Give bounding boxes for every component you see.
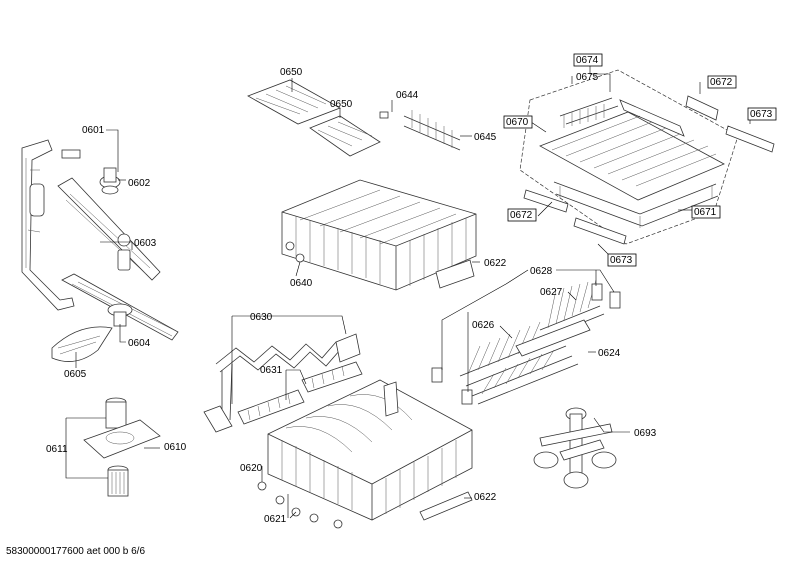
leader-lines-filter	[65, 417, 160, 479]
document-footer: 58300000177600 aet 000 b 6/6	[6, 546, 146, 557]
drawer-stops	[523, 95, 775, 245]
label-0645: 0645	[474, 132, 497, 143]
spray-arm-supply-pipe	[21, 139, 81, 311]
leader-lines-bottom-right	[593, 417, 630, 433]
label-0672-top: 0672	[710, 77, 733, 88]
leader-lines-left	[75, 129, 133, 368]
label-0601: 0601	[82, 125, 105, 136]
cutlery-drawer	[539, 97, 725, 201]
label-0610: 0610	[164, 442, 187, 453]
label-0630: 0630	[250, 312, 273, 323]
label-0672-top-box	[707, 75, 737, 89]
spray-arm-fitting	[99, 167, 121, 195]
label-0673-bottom-box	[607, 253, 637, 267]
label-0673-bottom: 0673	[610, 255, 633, 266]
label-0650-mid: 0650	[330, 99, 353, 110]
label-0628: 0628	[530, 266, 553, 277]
label-0624: 0624	[598, 348, 621, 359]
pin-rows	[237, 361, 363, 425]
spray-arm-cover	[51, 326, 113, 362]
basket-wheels	[257, 481, 343, 529]
label-0627: 0627	[540, 287, 563, 298]
label-0674: 0674	[576, 55, 599, 66]
label-0650-top: 0650	[280, 67, 303, 78]
label-0640: 0640	[290, 278, 313, 289]
label-0671-box	[691, 205, 721, 219]
label-0671: 0671	[694, 207, 717, 218]
leader-lines-mid	[231, 315, 472, 519]
label-0670-box	[503, 115, 533, 129]
filter-assembly	[83, 397, 161, 497]
label-0603: 0603	[134, 238, 157, 249]
label-0693: 0693	[634, 428, 657, 439]
lower-spray-arm	[61, 273, 179, 341]
part-labels: 0601 0602 0603 0604 0605 0610 0611 0650 …	[46, 53, 777, 525]
label-0675: 0675	[576, 72, 599, 83]
label-0672-bottom: 0672	[510, 210, 533, 221]
label-0673-top-box	[747, 107, 777, 121]
label-0620: 0620	[240, 463, 263, 474]
label-0626: 0626	[472, 320, 495, 331]
tine-clips	[431, 283, 621, 405]
label-0644: 0644	[396, 90, 419, 101]
label-0631: 0631	[260, 365, 283, 376]
label-0602: 0602	[128, 178, 151, 189]
leader-lines-mid-right	[441, 269, 615, 392]
tine-rack-small	[379, 110, 461, 151]
leader-lines-top	[291, 78, 480, 277]
cup-shelf-inserts	[247, 79, 381, 157]
label-0621: 0621	[264, 514, 287, 525]
label-0604: 0604	[128, 338, 151, 349]
upper-spray-arm	[57, 177, 161, 281]
label-0622-lower: 0622	[474, 492, 497, 503]
tine-wire-rack	[203, 333, 361, 433]
label-0605: 0605	[64, 369, 87, 380]
small-parts-holder	[533, 407, 617, 489]
label-0672-bottom-box	[507, 208, 537, 222]
rack-handle-upper	[435, 259, 475, 289]
upper-basket	[281, 179, 477, 291]
label-0674-box	[573, 53, 603, 67]
label-0670: 0670	[506, 117, 529, 128]
label-0673-top: 0673	[750, 109, 773, 120]
label-0622-upper: 0622	[484, 258, 507, 269]
rack-handle-lower	[419, 491, 473, 521]
label-0611: 0611	[46, 444, 68, 455]
lower-basket	[267, 379, 473, 521]
